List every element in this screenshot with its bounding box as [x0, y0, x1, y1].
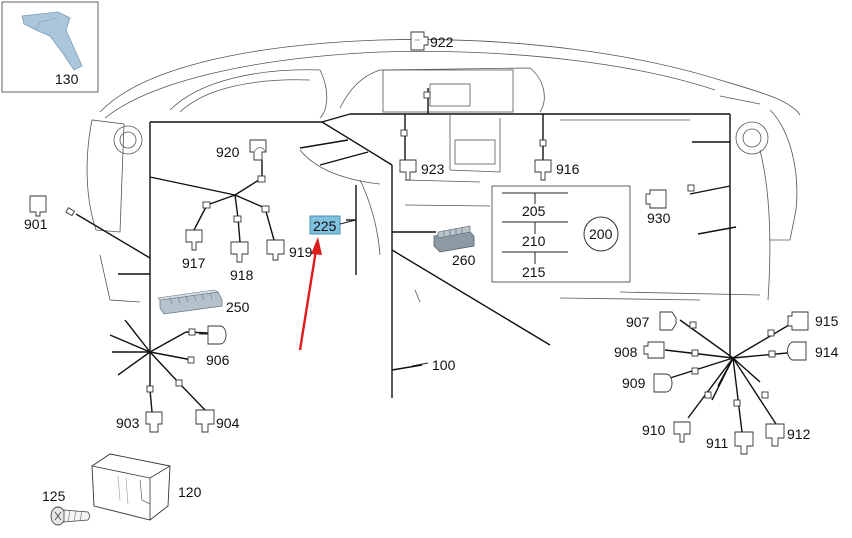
- connector-911-icon[interactable]: [734, 431, 754, 455]
- harness-fan-upper-left: [193, 160, 275, 243]
- part-200-group[interactable]: 205 210 215 200: [491, 185, 631, 283]
- callout-914[interactable]: 914: [815, 344, 839, 360]
- callout-930[interactable]: 930: [647, 210, 671, 226]
- callout-906[interactable]: 906: [206, 352, 230, 368]
- callout-130: 130: [55, 71, 79, 87]
- callout-250[interactable]: 250: [226, 299, 250, 315]
- callout-909[interactable]: 909: [622, 375, 646, 391]
- callout-912[interactable]: 912: [787, 426, 811, 442]
- callout-210: 210: [522, 233, 546, 249]
- callout-915[interactable]: 915: [815, 313, 839, 329]
- connector-915-icon[interactable]: [787, 311, 809, 331]
- part-125-screw[interactable]: [50, 506, 91, 526]
- callout-910[interactable]: 910: [642, 422, 666, 438]
- connector-901-icon[interactable]: [29, 195, 47, 217]
- callout-901[interactable]: 901: [24, 216, 48, 232]
- callout-120[interactable]: 120: [178, 484, 202, 500]
- harness-star-right: [664, 319, 799, 433]
- harness-junction-nodes: [65, 91, 776, 407]
- callout-916[interactable]: 916: [556, 161, 580, 177]
- callout-903[interactable]: 903: [116, 415, 140, 431]
- callout-922[interactable]: 922: [430, 34, 454, 50]
- part-250-connector-block[interactable]: [157, 289, 223, 315]
- leader-lines: [199, 219, 429, 367]
- callout-920[interactable]: 920: [216, 144, 240, 160]
- callout-923[interactable]: 923: [421, 161, 445, 177]
- connector-903-icon[interactable]: [145, 411, 163, 433]
- part-130-inset[interactable]: 130: [1, 1, 99, 93]
- callout-225-highlight[interactable]: 225: [309, 215, 341, 235]
- callout-205: 205: [522, 203, 546, 219]
- connector-918-icon[interactable]: [230, 241, 249, 263]
- connector-910-icon[interactable]: [673, 421, 691, 443]
- connector-909-icon[interactable]: [653, 373, 673, 393]
- dashboard-outline: [86, 39, 801, 303]
- wiring-harness: [75, 88, 737, 398]
- connector-916-icon[interactable]: [534, 159, 552, 181]
- callout-919[interactable]: 919: [289, 244, 313, 260]
- connector-907-icon[interactable]: [659, 311, 677, 331]
- callout-100[interactable]: 100: [432, 357, 456, 373]
- connector-923-icon[interactable]: [399, 159, 417, 181]
- callout-200: 200: [589, 226, 613, 242]
- red-pointer-arrow: [298, 237, 322, 351]
- callout-125[interactable]: 125: [42, 488, 66, 504]
- callout-918[interactable]: 918: [230, 267, 254, 283]
- callout-911[interactable]: 911: [706, 435, 729, 451]
- connector-917-icon[interactable]: [185, 229, 203, 251]
- part-120-module[interactable]: [91, 453, 171, 521]
- callout-215: 215: [522, 264, 546, 280]
- connector-919-icon[interactable]: [266, 239, 285, 261]
- connector-922-icon[interactable]: [410, 31, 429, 51]
- connector-904-icon[interactable]: [195, 409, 215, 433]
- connector-914-icon[interactable]: [787, 341, 807, 361]
- connector-912-icon[interactable]: [765, 423, 785, 447]
- callout-904[interactable]: 904: [216, 415, 240, 431]
- part-260-connector-block[interactable]: [433, 225, 475, 253]
- callout-907[interactable]: 907: [626, 314, 650, 330]
- callout-917[interactable]: 917: [182, 255, 206, 271]
- callout-908[interactable]: 908: [614, 344, 638, 360]
- connector-906-icon[interactable]: [207, 325, 227, 345]
- callout-225: 225: [313, 218, 337, 234]
- harness-star-lower-left: [109, 319, 209, 413]
- callout-260[interactable]: 260: [452, 252, 476, 268]
- connector-930-icon[interactable]: [645, 189, 667, 209]
- connector-908-icon[interactable]: [643, 341, 665, 359]
- callout-labels: 922 920 923 916 901 917 918 919 930 260 …: [24, 34, 839, 504]
- connector-920-icon[interactable]: [249, 139, 267, 161]
